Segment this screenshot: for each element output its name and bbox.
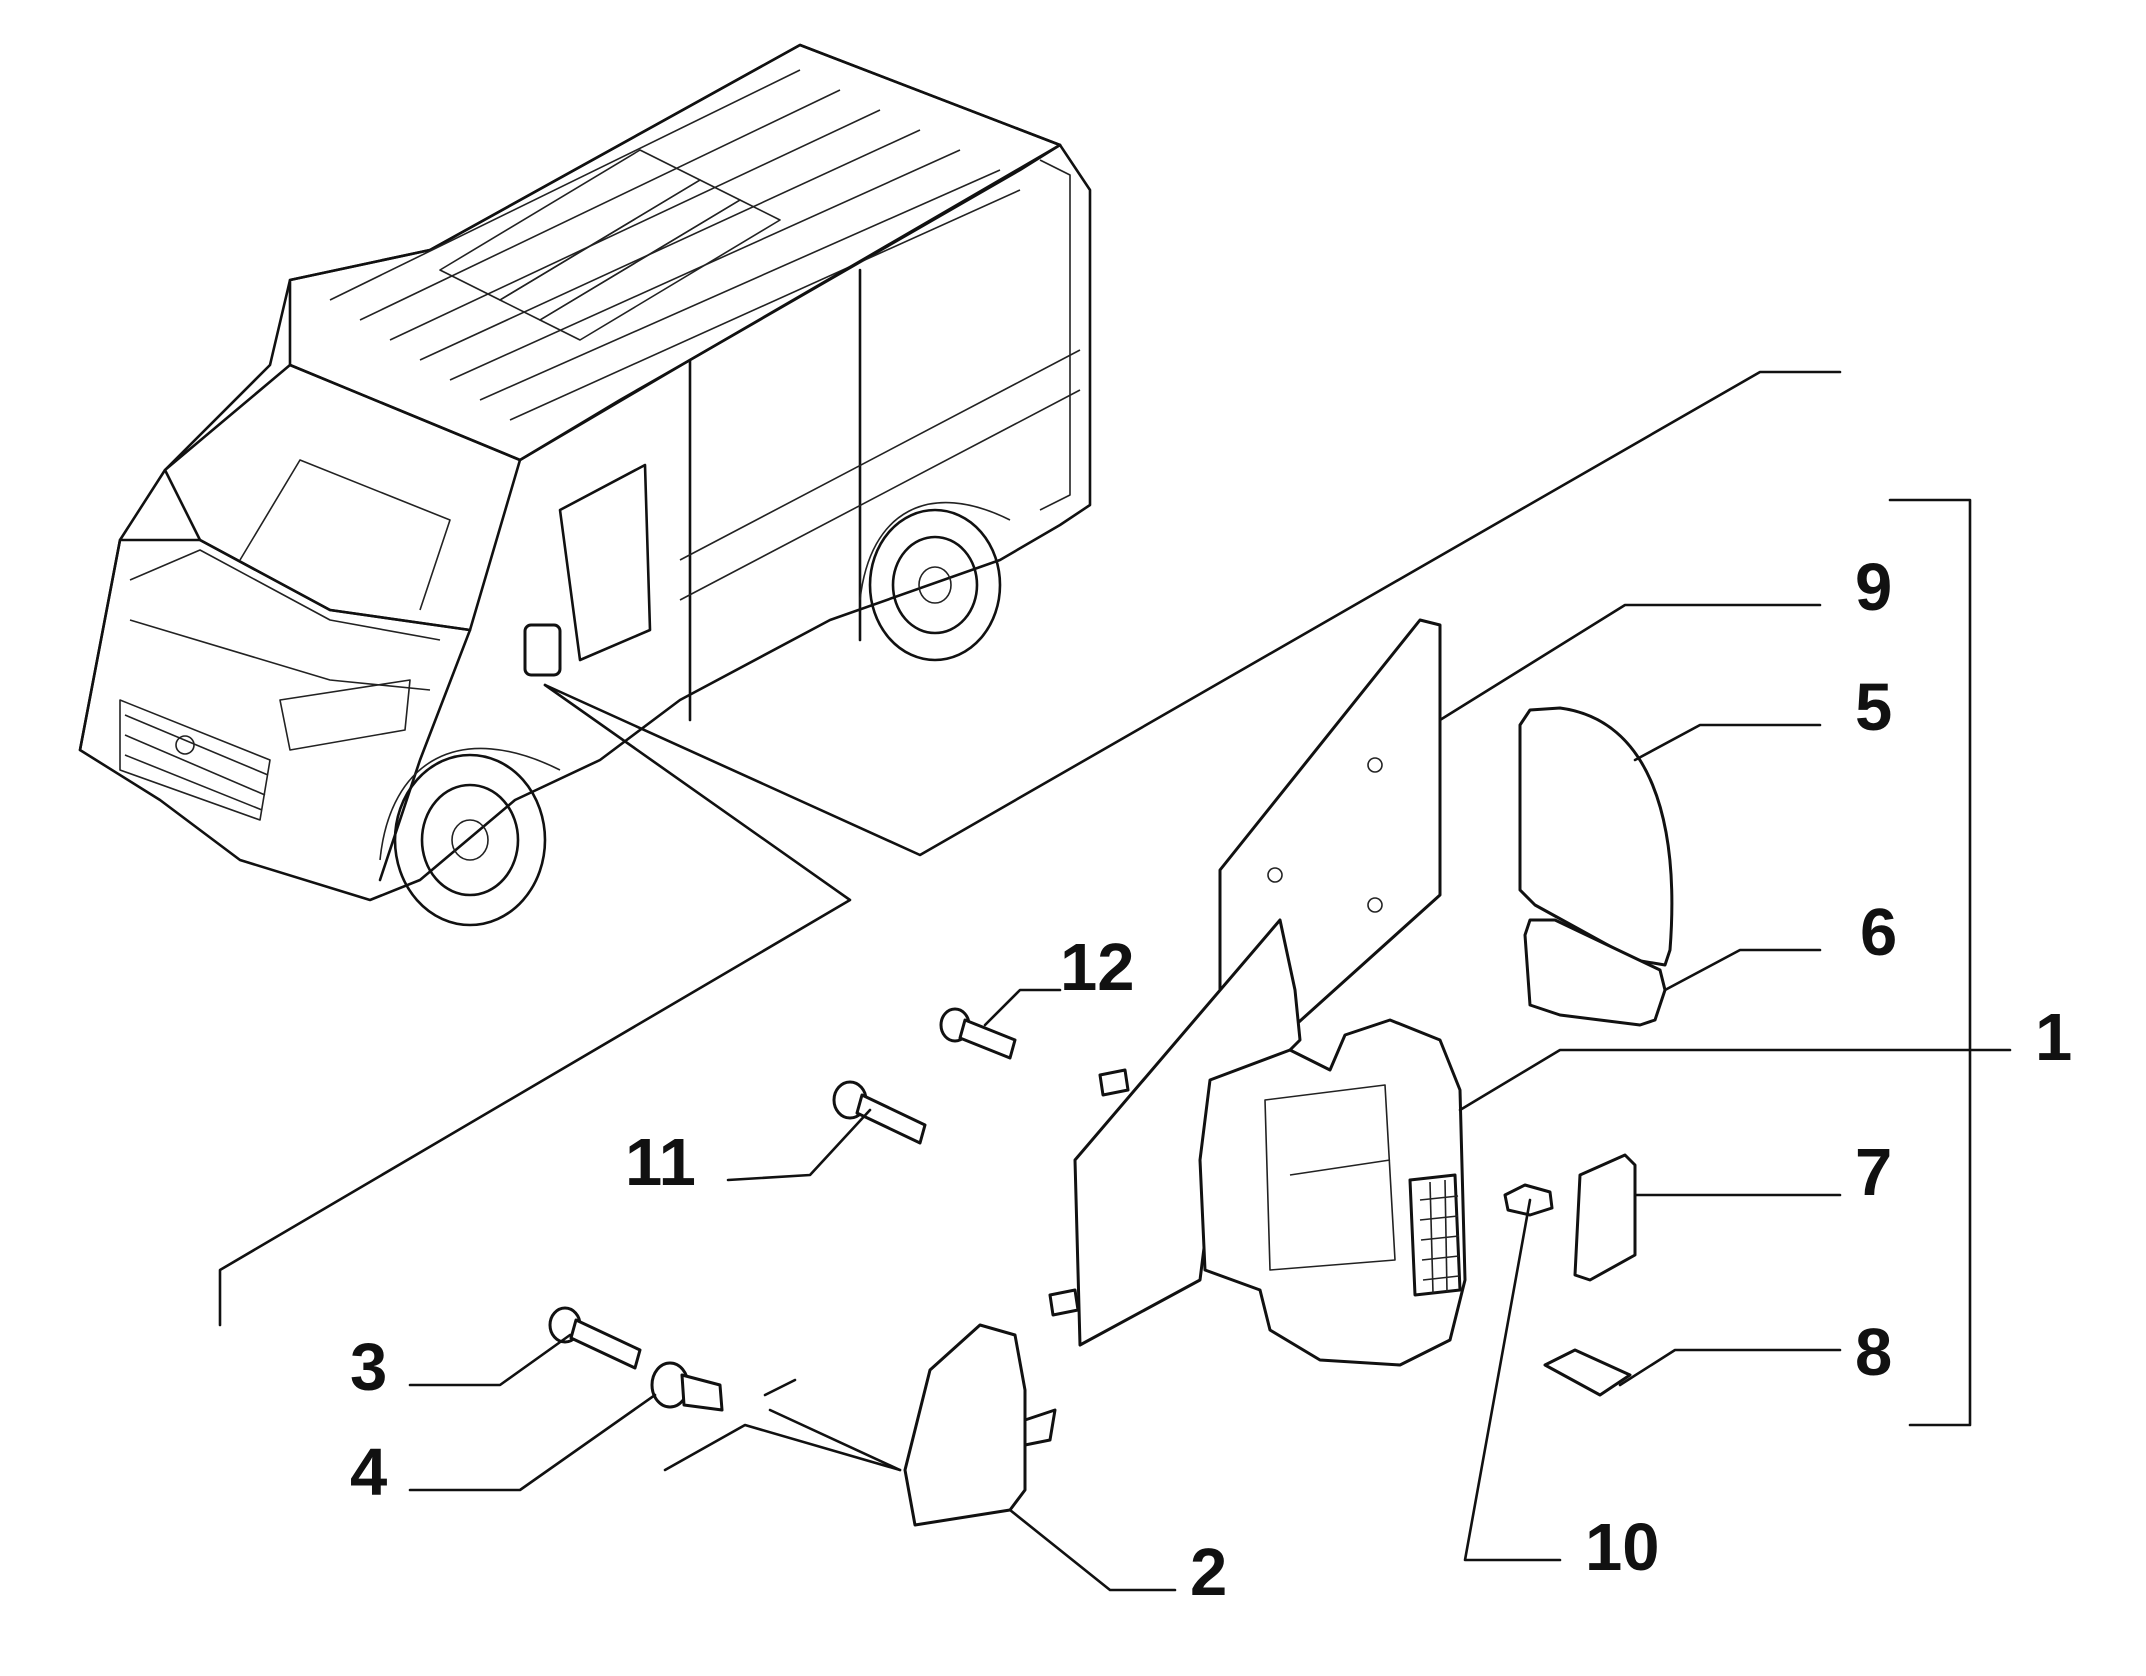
part-11-screw [832,1080,927,1145]
lamp-grid [1419,1179,1460,1294]
callout-3: 3 [350,1330,387,1405]
callout-11: 11 [625,1125,696,1200]
part-6-mirror-glass-lower [1523,918,1667,1027]
front-wheel [393,753,547,927]
leader-lines [408,603,2012,1592]
zoom-lines [218,370,1842,1327]
part-10-bulb [1503,1183,1554,1217]
part-2-lower-cover [903,1323,1057,1527]
callout-labels: 9 5 6 1 7 8 10 12 11 3 4 2 [350,550,2072,1610]
part-1-mirror-body [1048,918,1467,1367]
part-7-indicator-lens [1573,1153,1637,1282]
rear-wheel [868,508,1002,662]
part-3-screw [548,1306,642,1370]
callout-8: 8 [1855,1315,1892,1390]
van-illustration [78,43,1092,927]
callout-5: 5 [1855,670,1892,745]
part-5-mirror-glass-upper [1518,706,1674,967]
part-4-clip [650,1361,724,1412]
callout-6: 6 [1860,895,1897,970]
callout-1: 1 [2035,1000,2072,1075]
callout-10: 10 [1585,1510,1660,1585]
callout-4: 4 [350,1435,387,1510]
grille [119,699,271,821]
callout-9: 9 [1855,550,1892,625]
part-8-pad [1543,1348,1632,1397]
callout-2: 2 [1190,1535,1227,1610]
assembly-bracket [1888,498,1972,1427]
part-12-screw [939,1007,1017,1060]
callout-12: 12 [1060,930,1135,1005]
roof-ribs [329,69,1021,421]
callout-7: 7 [1855,1135,1892,1210]
van-mirror [523,623,562,677]
